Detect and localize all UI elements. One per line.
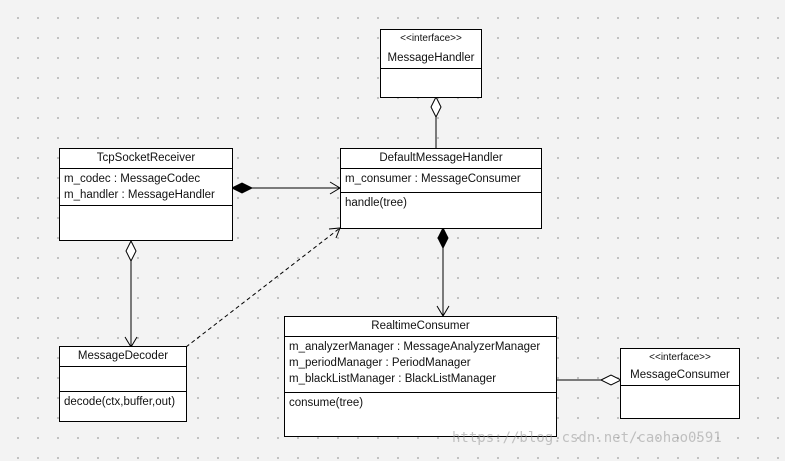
class-header: DefaultMessageHandler	[341, 149, 541, 168]
attributes-compartment: m_codec : MessageCodec m_handler : Messa…	[60, 168, 232, 205]
operations-compartment: decode(ctx,buffer,out)	[60, 391, 186, 421]
class-tcp-socket-receiver[interactable]: TcpSocketReceiver m_codec : MessageCodec…	[59, 148, 233, 241]
class-message-decoder[interactable]: MessageDecoder decode(ctx,buffer,out)	[59, 346, 187, 422]
operation-row: consume(tree)	[289, 397, 364, 409]
class-default-message-handler[interactable]: DefaultMessageHandler m_consumer : Messa…	[340, 148, 542, 229]
operations-compartment	[60, 205, 232, 240]
attribute-row: m_analyzerManager : MessageAnalyzerManag…	[289, 341, 541, 353]
watermark: https://blog.csdn.net/caohao0591	[452, 430, 722, 446]
operations-compartment: consume(tree)	[285, 392, 556, 436]
class-message-handler[interactable]: <<interface>> MessageHandler	[380, 29, 482, 98]
class-name: MessageDecoder	[77, 350, 169, 362]
class-name: DefaultMessageHandler	[379, 152, 503, 164]
aggregation-diamond-consumer-interface	[599, 374, 623, 386]
class-realtime-consumer[interactable]: RealtimeConsumer m_analyzerManager : Mes…	[284, 316, 557, 437]
attribute-row: m_periodManager : PeriodManager	[289, 357, 471, 369]
attribute-row: m_consumer : MessageConsumer	[345, 173, 521, 185]
attribute-row: m_handler : MessageHandler	[64, 189, 215, 201]
attributes-compartment: m_analyzerManager : MessageAnalyzerManag…	[285, 336, 556, 392]
attribute-row: m_blackListManager : BlackListManager	[289, 373, 497, 385]
dependency-line-decoder-handler	[185, 227, 341, 348]
attributes-compartment: m_consumer : MessageConsumer	[341, 168, 541, 192]
stereotype-label: <<interface>>	[649, 352, 711, 363]
attribute-row: m_codec : MessageCodec	[64, 173, 201, 185]
operations-compartment	[621, 385, 739, 418]
aggregation-diamond-receiver	[125, 239, 137, 263]
class-header: TcpSocketReceiver	[60, 149, 232, 168]
operations-compartment: handle(tree)	[341, 192, 541, 228]
class-name: TcpSocketReceiver	[96, 152, 196, 164]
operation-row: handle(tree)	[345, 197, 408, 209]
stereotype-label: <<interface>>	[400, 33, 462, 44]
class-header: <<interface>> MessageHandler	[381, 30, 481, 68]
class-message-consumer[interactable]: <<interface>> MessageConsumer	[620, 348, 740, 419]
class-header: MessageDecoder	[60, 347, 186, 366]
class-header: RealtimeConsumer	[285, 317, 556, 336]
operations-compartment	[381, 68, 481, 97]
composition-diamond-receiver	[230, 182, 254, 194]
operation-row: decode(ctx,buffer,out)	[64, 396, 176, 408]
composition-diamond-handler	[437, 226, 449, 250]
class-name: MessageHandler	[387, 52, 475, 64]
class-header: <<interface>> MessageConsumer	[621, 349, 739, 385]
class-name: RealtimeConsumer	[371, 320, 470, 332]
class-name: MessageConsumer	[630, 369, 730, 381]
attributes-compartment	[60, 366, 186, 391]
aggregation-diamond-handler-interface	[430, 95, 442, 119]
